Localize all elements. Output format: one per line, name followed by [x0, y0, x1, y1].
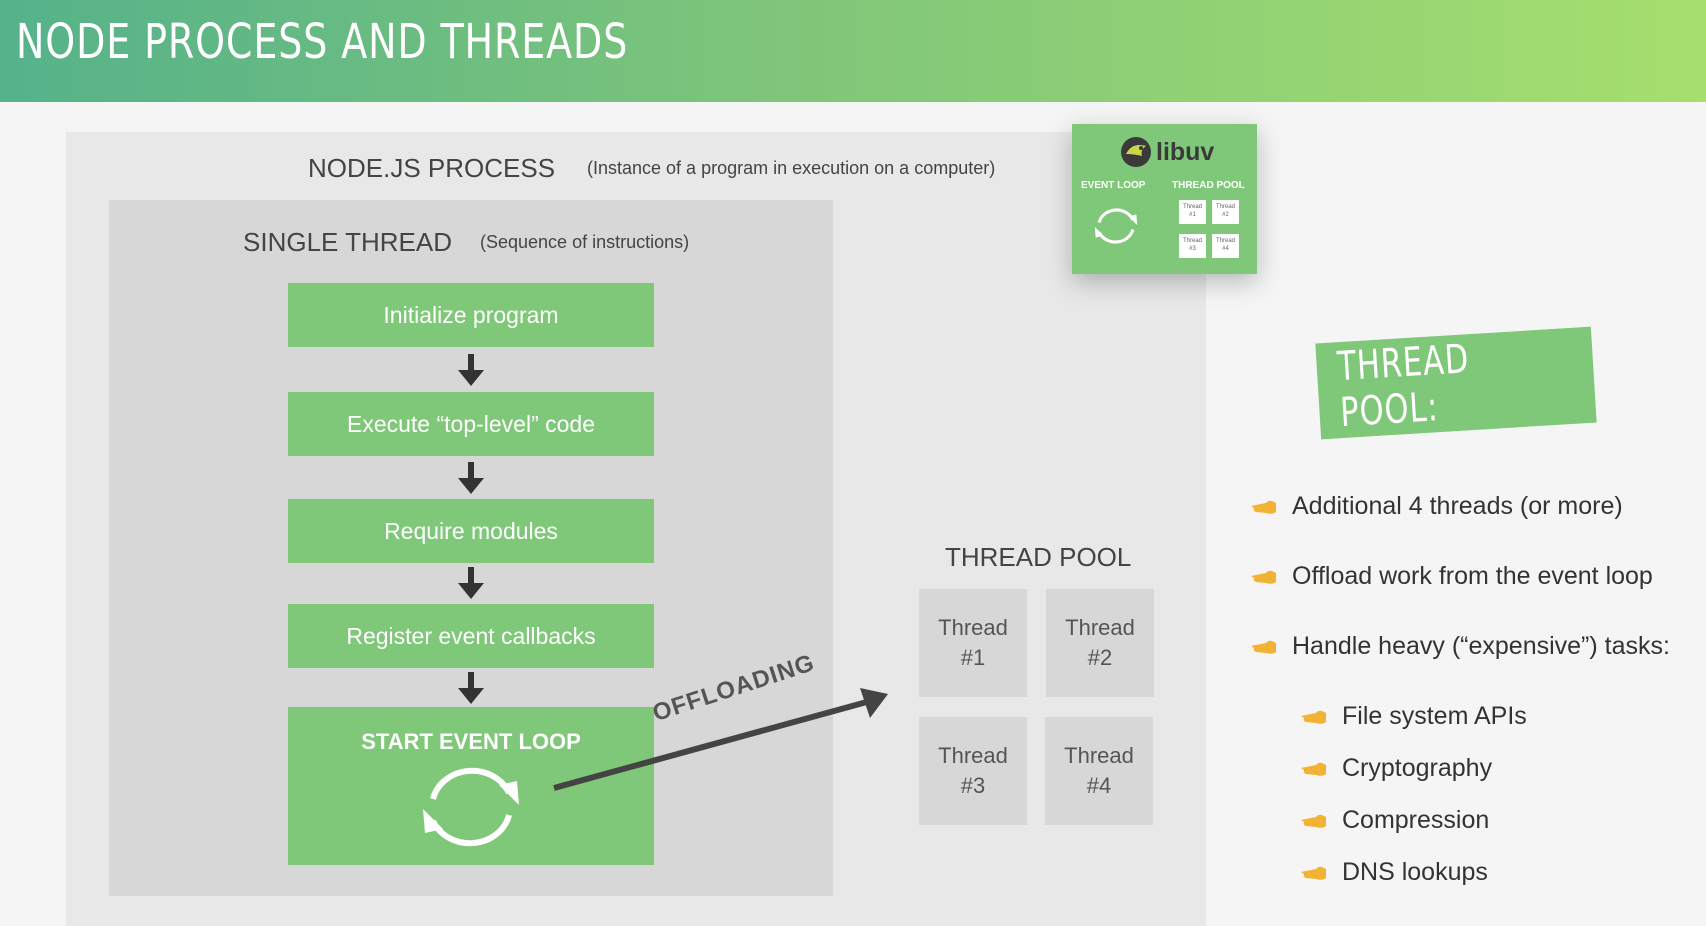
mini-thread-label: Thread — [1215, 238, 1235, 244]
step-require-modules: Require modules — [288, 499, 654, 563]
pointing-hand-icon — [1251, 570, 1276, 584]
bullet-text: Offload work from the event loop — [1292, 562, 1653, 590]
thread-label: Thread — [938, 615, 1008, 640]
mini-thread-number: #1 — [1189, 212, 1196, 218]
start-event-loop-box: START EVENT LOOP — [288, 707, 654, 865]
process-subtitle: (Instance of a program in execution on a… — [587, 158, 996, 178]
sub-bullet-text: DNS lookups — [1342, 858, 1488, 886]
pointing-hand-icon — [1301, 762, 1326, 776]
arrow-down-icon — [458, 567, 484, 599]
pointing-hand-icon — [1251, 500, 1276, 514]
single-thread-subtitle: (Sequence of instructions) — [480, 232, 690, 252]
mini-thread-label: Thread — [1215, 204, 1235, 210]
sub-bullet-text: Cryptography — [1342, 754, 1493, 782]
thread-label: Thread — [1065, 615, 1135, 640]
thread-label: Thread — [938, 743, 1008, 768]
step-register-event-callbacks: Register event callbacks — [288, 604, 654, 668]
sub-bullet-item: Cryptography — [1300, 754, 1492, 783]
start-event-loop-label: START EVENT LOOP — [361, 729, 581, 754]
arrow-down-icon — [458, 462, 484, 494]
mini-thread-label: Thread — [1182, 204, 1202, 210]
bullet-item: Offload work from the event loop — [1250, 562, 1653, 591]
thread-pool-banner: THREAD POOL: — [1315, 326, 1597, 440]
thread-cell-2: Thread #2 — [1046, 589, 1154, 697]
pointing-hand-icon — [1301, 814, 1326, 828]
sub-bullet-text: Compression — [1342, 806, 1490, 834]
bullet-text: Additional 4 threads (or more) — [1292, 492, 1623, 520]
sub-bullet-text: File system APIs — [1342, 702, 1527, 730]
pointing-hand-icon — [1251, 640, 1276, 654]
mini-thread-label: Thread — [1182, 238, 1202, 244]
pointing-hand-icon — [1301, 710, 1326, 724]
refresh-cycle-icon — [1094, 208, 1138, 244]
header-bar: NODE PROCESS AND THREADS — [0, 0, 1706, 102]
mini-thread-number: #3 — [1189, 246, 1196, 252]
bullet-item: Additional 4 threads (or more) — [1250, 492, 1623, 521]
pointing-hand-icon — [1301, 866, 1326, 880]
thread-number: #1 — [960, 645, 986, 670]
thread-number: #4 — [1086, 773, 1112, 798]
thread-cell-4: Thread #4 — [1045, 717, 1153, 825]
mini-thread-number: #4 — [1222, 246, 1229, 252]
mini-thread-cell: Thread #2 — [1212, 200, 1239, 224]
thread-pool-title: THREAD POOL — [945, 542, 1132, 572]
bullet-item: Handle heavy (“expensive”) tasks: — [1250, 632, 1670, 661]
sub-bullet-item: DNS lookups — [1300, 858, 1488, 887]
single-thread-title: SINGLE THREAD — [243, 227, 453, 257]
libuv-card: libuv EVENT LOOP THREAD POOL Thread #1 Th… — [1072, 124, 1257, 274]
thread-number: #3 — [960, 773, 986, 798]
thread-cell-1: Thread #1 — [919, 589, 1027, 697]
sub-bullet-item: Compression — [1300, 806, 1489, 835]
bullet-text: Handle heavy (“expensive”) tasks: — [1292, 632, 1670, 660]
arrow-down-icon — [458, 354, 484, 386]
mini-thread-cell: Thread #3 — [1179, 234, 1206, 258]
refresh-cycle-icon — [423, 767, 519, 847]
mini-thread-cell: Thread #4 — [1212, 234, 1239, 258]
step-initialize-program: Initialize program — [288, 283, 654, 347]
thread-number: #2 — [1087, 645, 1113, 670]
mini-thread-number: #2 — [1222, 212, 1229, 218]
arrow-down-icon — [458, 672, 484, 704]
libuv-dino-logo-icon — [1121, 137, 1151, 167]
process-title: NODE.JS PROCESS — [308, 153, 556, 183]
libuv-thread-pool-label: THREAD POOL — [1172, 180, 1245, 191]
thread-pool-banner-text: THREAD POOL: — [1336, 336, 1471, 437]
thread-cell-3: Thread #3 — [919, 717, 1027, 825]
thread-label: Thread — [1064, 743, 1134, 768]
libuv-event-loop-label: EVENT LOOP — [1081, 180, 1146, 191]
page-title: NODE PROCESS AND THREADS — [16, 14, 629, 70]
sub-bullet-item: File system APIs — [1300, 702, 1527, 731]
mini-thread-cell: Thread #1 — [1179, 200, 1206, 224]
step-execute-top-level-code: Execute “top-level” code — [288, 392, 654, 456]
offloading-arrow-icon — [553, 688, 888, 791]
libuv-logo-text: libuv — [1156, 138, 1215, 166]
